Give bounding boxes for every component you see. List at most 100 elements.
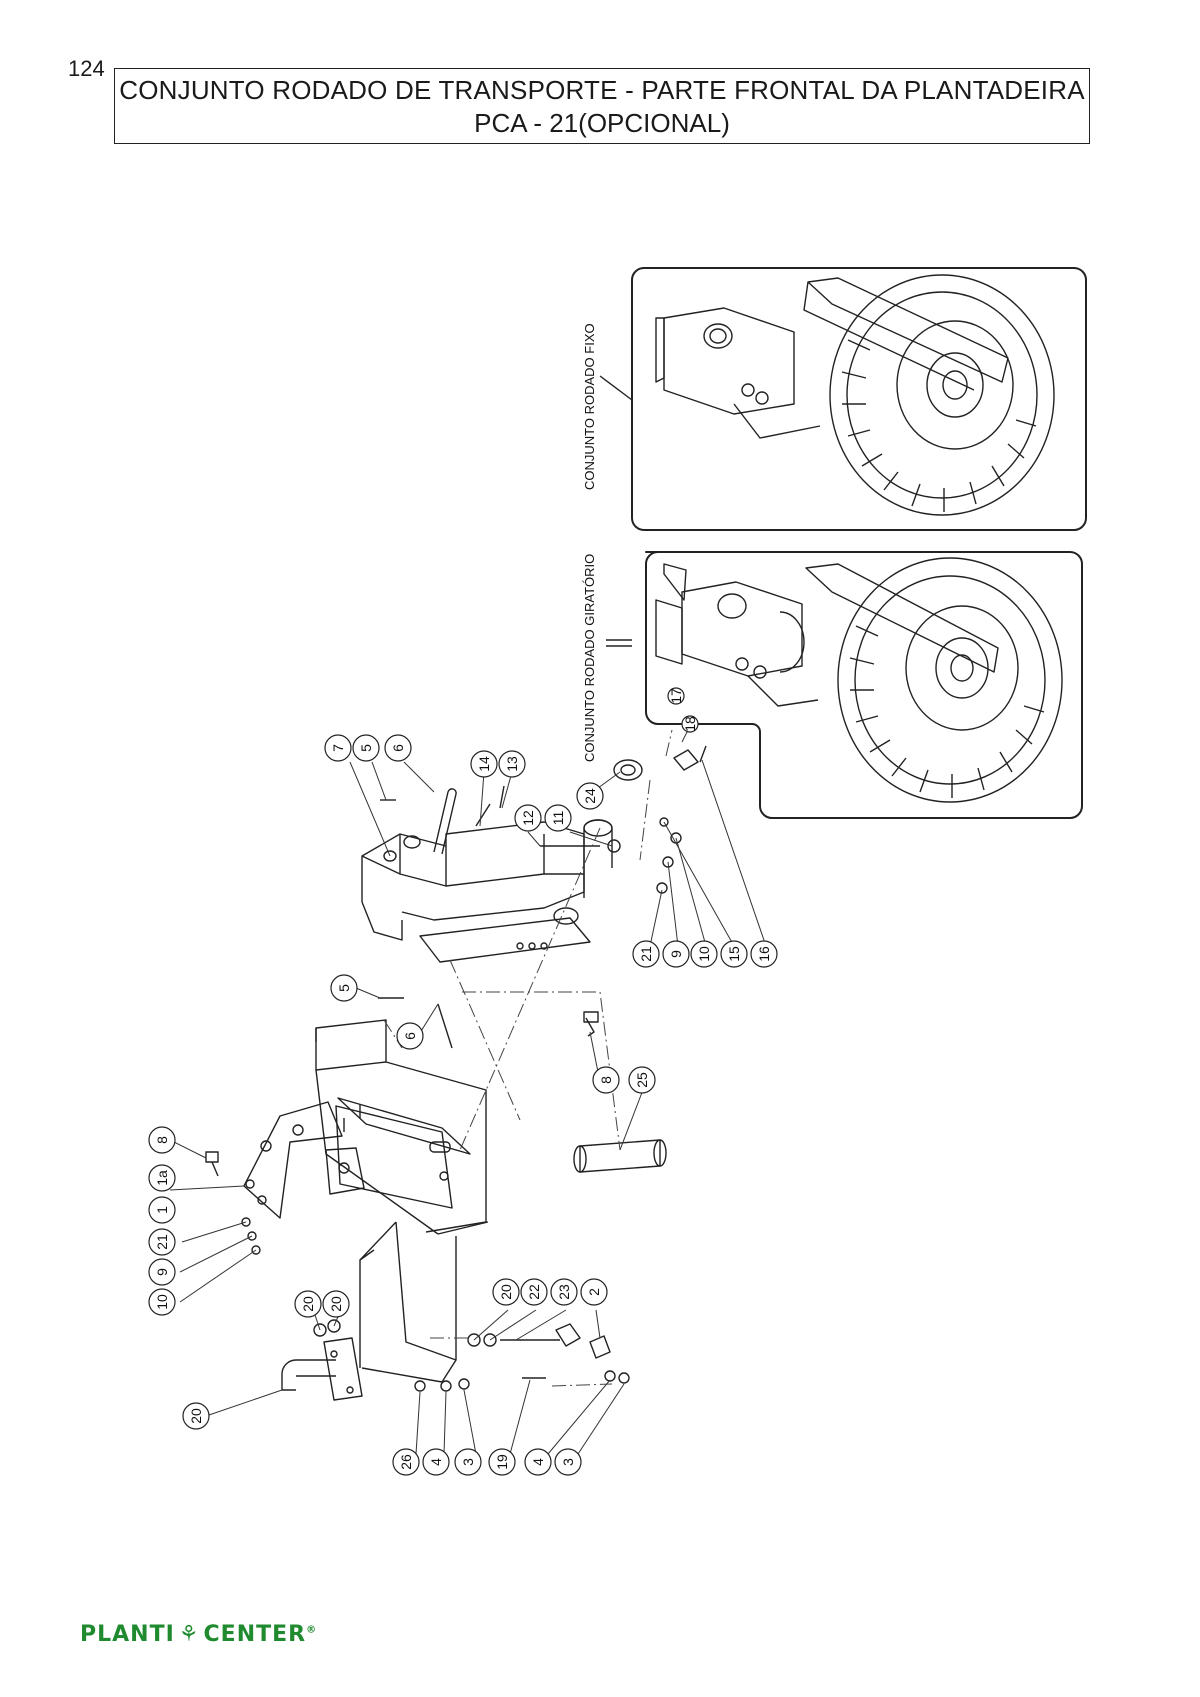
callout-circle — [544, 804, 572, 832]
callout-5: 5 — [352, 734, 380, 762]
callout-13: 13 — [498, 750, 526, 778]
callout-circle — [470, 750, 498, 778]
callout-15: 15 — [720, 940, 748, 968]
callout-circle — [148, 1288, 176, 1316]
callout-circle — [628, 1066, 656, 1094]
callout-circle — [488, 1448, 516, 1476]
callout-circle — [492, 1278, 520, 1306]
callout-label: 13 — [504, 756, 520, 772]
callout-1a: 1a — [148, 1164, 176, 1192]
callout-23: 23 — [550, 1278, 578, 1306]
callout-circle — [182, 1402, 210, 1430]
title-box: CONJUNTO RODADO DE TRANSPORTE - PARTE FR… — [114, 68, 1090, 144]
callout-label: 20 — [300, 1296, 316, 1312]
callout-label: 9 — [668, 950, 684, 958]
center-lines — [383, 729, 673, 1387]
callout-label: 9 — [154, 1268, 170, 1276]
callout-label: 26 — [398, 1454, 414, 1470]
callout-circle — [750, 940, 778, 968]
callout-24: 24 — [576, 782, 604, 810]
callout-circle — [322, 1290, 350, 1318]
callout-circle — [148, 1228, 176, 1256]
callout-circle — [384, 734, 412, 762]
callout-circle — [148, 1126, 176, 1154]
callout-label: 5 — [336, 984, 352, 992]
leaf-icon: ⚘ — [178, 1622, 200, 1647]
callout-16: 16 — [750, 940, 778, 968]
callout-circle — [576, 782, 604, 810]
callout-1: 1 — [148, 1196, 176, 1224]
callout-circle — [498, 750, 526, 778]
swivel-bracket-assembly — [361, 721, 707, 1049]
callout-label: 20 — [498, 1284, 514, 1300]
logo-text-right: CENTER — [203, 1622, 307, 1647]
callout-label: 21 — [154, 1234, 170, 1250]
callout-label: 3 — [460, 1458, 476, 1466]
callout-label: 18 — [682, 716, 698, 732]
callout-label: 24 — [582, 788, 598, 804]
callout-circle — [422, 1448, 450, 1476]
callout-label: 15 — [726, 946, 742, 962]
callout-circle — [392, 1448, 420, 1476]
callout-circle — [720, 940, 748, 968]
inset-fixed-wheel — [631, 267, 1087, 531]
callout-label: 21 — [638, 946, 654, 962]
callout-label: 4 — [428, 1458, 444, 1466]
callout-3: 3 — [454, 1448, 482, 1476]
callout-20: 20 — [294, 1290, 322, 1318]
callout-circle — [294, 1290, 322, 1318]
callout-circle — [352, 734, 380, 762]
callout-7: 7 — [324, 734, 352, 762]
page-title: CONJUNTO RODADO DE TRANSPORTE - PARTE FR… — [119, 75, 1085, 105]
callout-25: 25 — [628, 1066, 656, 1094]
callout-circle — [662, 940, 690, 968]
callout-8: 8 — [148, 1126, 176, 1154]
callout-label: 3 — [560, 1458, 576, 1466]
callout-label: 10 — [696, 946, 712, 962]
callout-circle — [148, 1196, 176, 1224]
callout-label: 17 — [668, 688, 684, 704]
callout-circle — [554, 1448, 582, 1476]
callout-circle — [524, 1448, 552, 1476]
callout-label: 6 — [390, 744, 406, 752]
callout-4: 4 — [524, 1448, 552, 1476]
callout-10: 10 — [690, 940, 718, 968]
callout-circle — [690, 940, 718, 968]
callout-label: 7 — [330, 744, 346, 752]
callout-circle — [520, 1278, 548, 1306]
callout-circle — [454, 1448, 482, 1476]
callout-circle — [148, 1258, 176, 1286]
callout-14: 14 — [470, 750, 498, 778]
callout-circle — [550, 1278, 578, 1306]
callout-label: 8 — [598, 1076, 614, 1084]
logo-registered-mark: ® — [306, 1624, 318, 1636]
page-number: 124 — [68, 56, 105, 81]
inset-label-swivel: CONJUNTO RODADO GIRATÓRIO — [582, 554, 597, 762]
callout-label: 6 — [402, 1032, 418, 1040]
callout-circle — [324, 734, 352, 762]
main-frame — [205, 1019, 630, 1401]
callout-label: 23 — [556, 1284, 572, 1300]
callout-label: 5 — [358, 744, 374, 752]
callout-19: 19 — [488, 1448, 516, 1476]
callout-26: 26 — [392, 1448, 420, 1476]
callout-12: 12 — [514, 804, 542, 832]
callout-5: 5 — [330, 974, 358, 1002]
callout-circle — [514, 804, 542, 832]
callout-22: 22 — [520, 1278, 548, 1306]
callout-21: 21 — [148, 1228, 176, 1256]
callout-label: 8 — [154, 1136, 170, 1144]
brand-logo: PLANTI⚘CENTER® — [80, 1622, 317, 1647]
page-subtitle: PCA - 21(OPCIONAL) — [474, 108, 730, 138]
callout-label: 22 — [526, 1284, 542, 1300]
callout-20: 20 — [182, 1402, 210, 1430]
callout-18: 18 — [681, 715, 699, 733]
callout-9: 9 — [148, 1258, 176, 1286]
callout-circle — [681, 715, 699, 733]
logo-text-left: PLANTI — [80, 1622, 175, 1647]
sleeve-25 — [573, 1139, 667, 1173]
callout-circle — [592, 1066, 620, 1094]
callout-6: 6 — [384, 734, 412, 762]
